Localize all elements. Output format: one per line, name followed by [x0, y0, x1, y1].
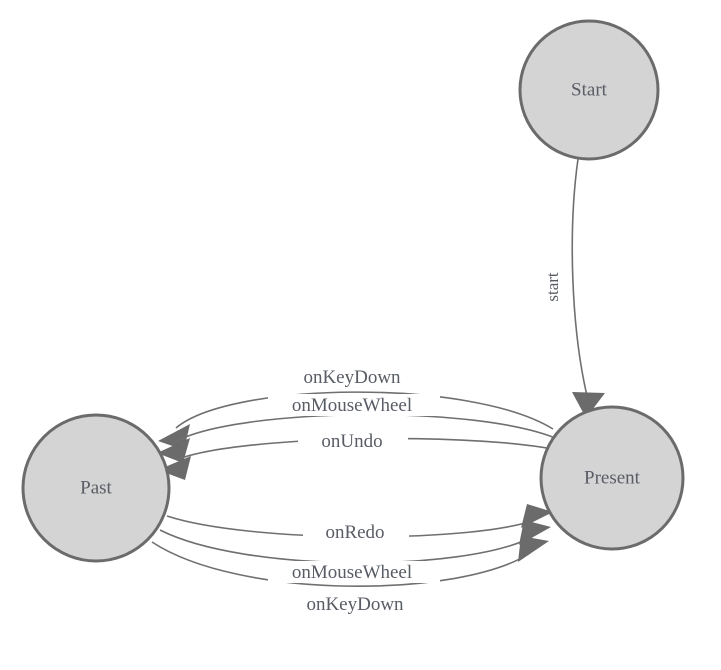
node-past-label: Past [80, 477, 112, 498]
edge-label-onundo: onUndo [321, 431, 382, 452]
arrowhead-start-to-present [572, 392, 605, 418]
edge-label-onkeydown-bottom: onKeyDown [306, 594, 404, 615]
node-present[interactable]: Present [539, 405, 685, 551]
edge-label-onredo: onRedo [325, 522, 384, 543]
edge-label-onkeydown-top: onKeyDown [303, 367, 401, 388]
label-backing-1 [280, 366, 426, 388]
edge-past-to-present-onkeydown[interactable] [151, 536, 549, 587]
node-present-label: Present [584, 467, 641, 488]
node-start[interactable]: Start [518, 19, 660, 161]
edge-past-to-present-onkeydown-path [151, 541, 531, 587]
node-past[interactable]: Past [21, 413, 171, 563]
node-present-circle[interactable] [539, 405, 685, 551]
arrowhead-past-to-present-onkeydown [518, 536, 549, 562]
edge-label-onmousewheel-bottom: onMouseWheel [292, 562, 412, 583]
label-backing-2 [268, 394, 440, 416]
arrowhead-present-to-past-onundo [158, 456, 191, 480]
edge-label-group: onKeyDown onMouseWheel onUndo onRedo onM… [268, 366, 440, 615]
edge-label-onmousewheel-top: onMouseWheel [292, 395, 412, 416]
node-past-circle[interactable] [21, 413, 171, 563]
node-start-circle[interactable] [518, 19, 660, 161]
label-backing-3 [298, 430, 408, 452]
edge-start-to-present[interactable]: start [543, 158, 605, 418]
node-start-label: Start [571, 79, 608, 100]
label-backing-6 [286, 593, 432, 615]
edge-present-to-past-onkeydown-path [175, 391, 554, 430]
edge-label-start: start [543, 272, 562, 302]
arrowhead-present-to-past-onmousewheel [157, 438, 190, 463]
label-backing-4 [303, 521, 409, 543]
label-backing-5 [268, 561, 440, 583]
edge-start-to-present-path [571, 158, 589, 401]
